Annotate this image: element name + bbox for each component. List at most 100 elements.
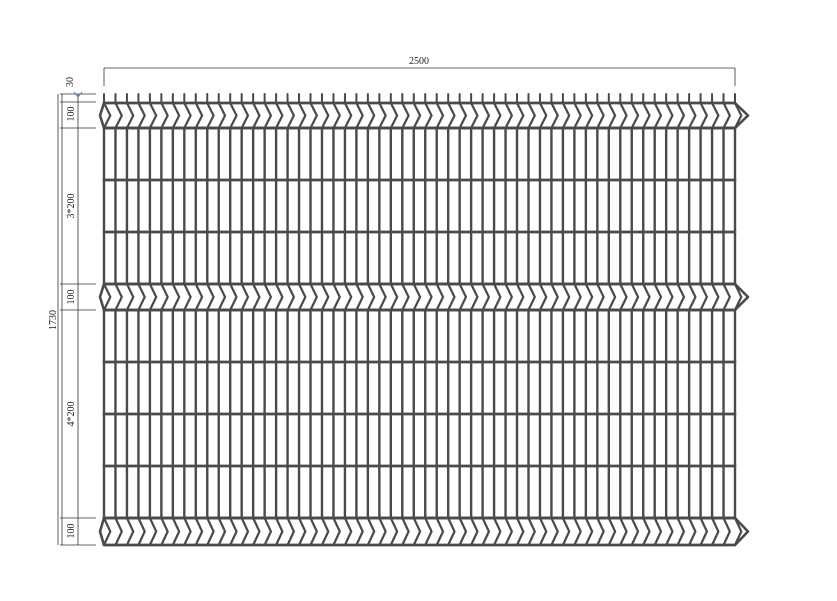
fold-chevron: [607, 517, 617, 546]
fold-chevron: [642, 102, 651, 129]
fold-chevron: [619, 102, 628, 129]
fold-chevron: [389, 102, 399, 129]
fold-chevron: [401, 102, 410, 129]
fold-chevron: [320, 102, 330, 129]
fold-chevron: [148, 102, 158, 129]
fold-chevron: [573, 517, 582, 546]
fold-chevron: [527, 517, 536, 546]
fold-chevron: [722, 283, 731, 311]
fold-chevron: [194, 283, 204, 311]
fold-chevron: [596, 102, 605, 129]
fold-chevron: [252, 102, 261, 129]
fold-chevron: [171, 102, 181, 129]
fold-chevron: [435, 102, 445, 129]
fold-chevron: [378, 283, 387, 311]
fold-chevron: [309, 283, 318, 311]
fold-chevron: [275, 102, 284, 129]
fold-chevron: [366, 517, 376, 546]
fold-chevron: [183, 102, 192, 129]
fold-chevron: [596, 517, 605, 546]
fold-chevron: [447, 102, 456, 129]
fold-chevron: [263, 283, 273, 311]
fold-chevron: [355, 102, 364, 129]
fold-chevron: [711, 102, 720, 129]
fold-chevron: [504, 102, 513, 129]
fold-tip: [734, 102, 750, 129]
fold-chevron: [320, 517, 330, 546]
fold-chevron: [206, 102, 215, 129]
fold-chevron: [366, 102, 376, 129]
fold-chevron: [217, 517, 227, 546]
fold-chevron: [493, 517, 502, 546]
fold-chevron: [160, 517, 169, 546]
fold-chevron: [424, 283, 433, 311]
dim-label-top-spike: 30: [65, 77, 76, 87]
fold-tip: [734, 283, 750, 311]
fold-chevron: [252, 283, 261, 311]
dim-label-lower-mesh: 4*200: [66, 402, 77, 427]
fold-chevron: [584, 283, 594, 311]
fold-chevron: [516, 102, 525, 129]
fold-chevron: [458, 283, 468, 311]
fold-chevron: [424, 102, 433, 129]
fold-chevron: [171, 283, 181, 311]
fold-chevron: [240, 517, 250, 546]
fold-chevron: [412, 283, 422, 311]
fold-chevron: [229, 283, 238, 311]
fold-chevron: [561, 517, 571, 546]
fold-chevron: [538, 102, 548, 129]
fold-chevron: [286, 102, 295, 129]
fold-chevron: [527, 283, 536, 311]
fold-chevron: [355, 517, 364, 546]
fold-chevron: [458, 517, 468, 546]
fold-chevron: [665, 517, 674, 546]
fold-chevron: [103, 102, 112, 129]
fold-chevron: [114, 517, 123, 546]
fold-chevron: [504, 283, 513, 311]
fold-chevron: [206, 517, 215, 546]
fold-chevron: [550, 517, 559, 546]
fold-chevron: [607, 102, 617, 129]
fold-chevron: [252, 517, 261, 546]
fold-chevron: [401, 283, 410, 311]
fold-chevron: [688, 517, 697, 546]
fold-chevron: [298, 102, 307, 129]
fold-chevron: [401, 517, 410, 546]
fold-chevron: [171, 517, 181, 546]
fold-chevron: [630, 283, 640, 311]
fold-chevron: [584, 102, 594, 129]
fold-chevron: [470, 517, 479, 546]
fold-chevron: [137, 102, 146, 129]
fold-chevron: [343, 102, 353, 129]
fold-chevron: [550, 283, 559, 311]
fold-chevron: [114, 102, 123, 129]
dim-label-middle-fold: 100: [66, 290, 77, 305]
fold-chevron: [194, 102, 204, 129]
fold-chevron: [412, 517, 422, 546]
fold-chevron: [320, 283, 330, 311]
fold-chevron: [160, 283, 169, 311]
fold-chevron: [332, 102, 341, 129]
fold-chevron: [275, 283, 284, 311]
fold-chevron: [619, 283, 628, 311]
fold-chevron: [642, 283, 651, 311]
fold-chevron: [550, 102, 559, 129]
fold-chevron: [619, 517, 628, 546]
fold-tip: [98, 517, 106, 546]
fold-chevron: [412, 102, 422, 129]
fold-chevron: [573, 102, 582, 129]
fold-chevron: [699, 517, 708, 546]
fold-chevron: [734, 102, 743, 129]
fold-chevron: [493, 102, 502, 129]
fold-chevron: [378, 102, 387, 129]
fold-chevron: [137, 517, 146, 546]
fold-chevron: [194, 517, 204, 546]
fold-chevron: [389, 283, 399, 311]
fold-tip: [734, 517, 750, 546]
fold-chevron: [573, 283, 582, 311]
fold-chevron: [263, 517, 273, 546]
dim-label-upper-mesh: 3*200: [66, 194, 77, 219]
fold-chevron: [722, 102, 731, 129]
width-dimension: 2500: [103, 56, 736, 86]
